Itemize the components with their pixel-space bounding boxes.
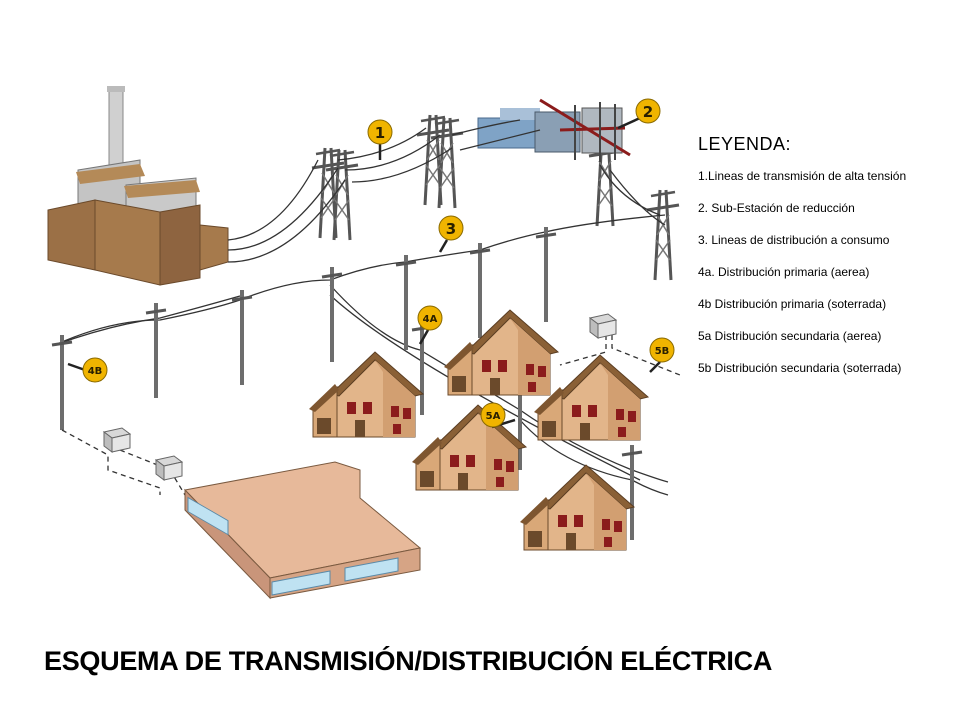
legend-item: 4a. Distribución primaria (aerea): [698, 265, 870, 279]
legend-title: LEYENDA:: [698, 134, 792, 154]
legend-item: 5a Distribución secundaria (aerea): [698, 329, 882, 343]
marker-5b-label: 5B: [655, 346, 670, 357]
marker-3-label: 3: [446, 220, 456, 238]
page-title: ESQUEMA DE TRANSMISIÓN/DISTRIBUCIÓN ELÉC…: [44, 646, 773, 676]
marker-5b: 5B: [649, 337, 675, 363]
legend-item: 4b Distribución primaria (soterrada): [698, 297, 887, 311]
marker-4a-label: 4A: [423, 314, 438, 325]
marker-5a-label: 5A: [486, 411, 501, 422]
marker-4b-label: 4B: [88, 366, 103, 377]
legend-item: 3. Lineas de distribución a consumo: [698, 233, 890, 247]
legend: LEYENDA: 1.Lineas de transmisión de alta…: [698, 134, 948, 393]
legend-item: 5b Distribución secundaria (soterrada): [698, 361, 902, 375]
power-plant: [47, 86, 229, 286]
marker-3: 3: [438, 215, 464, 241]
callout-leaders: [67, 116, 661, 429]
marker-2-label: 2: [643, 103, 653, 121]
legend-item: 2. Sub-Estación de reducción: [698, 201, 855, 215]
marker-1-label: 1: [375, 124, 385, 142]
marker-5a: 5A: [480, 402, 506, 428]
marker-4a: 4A: [417, 305, 443, 331]
underground-lines: [61, 335, 681, 496]
marker-1: 1: [367, 119, 393, 145]
substation: [477, 98, 631, 162]
legend-item: 1.Lineas de transmisión de alta tensión: [698, 169, 907, 183]
marker-2: 2: [635, 98, 661, 124]
marker-4b: 4B: [82, 357, 108, 383]
industrial-building: [183, 461, 422, 600]
